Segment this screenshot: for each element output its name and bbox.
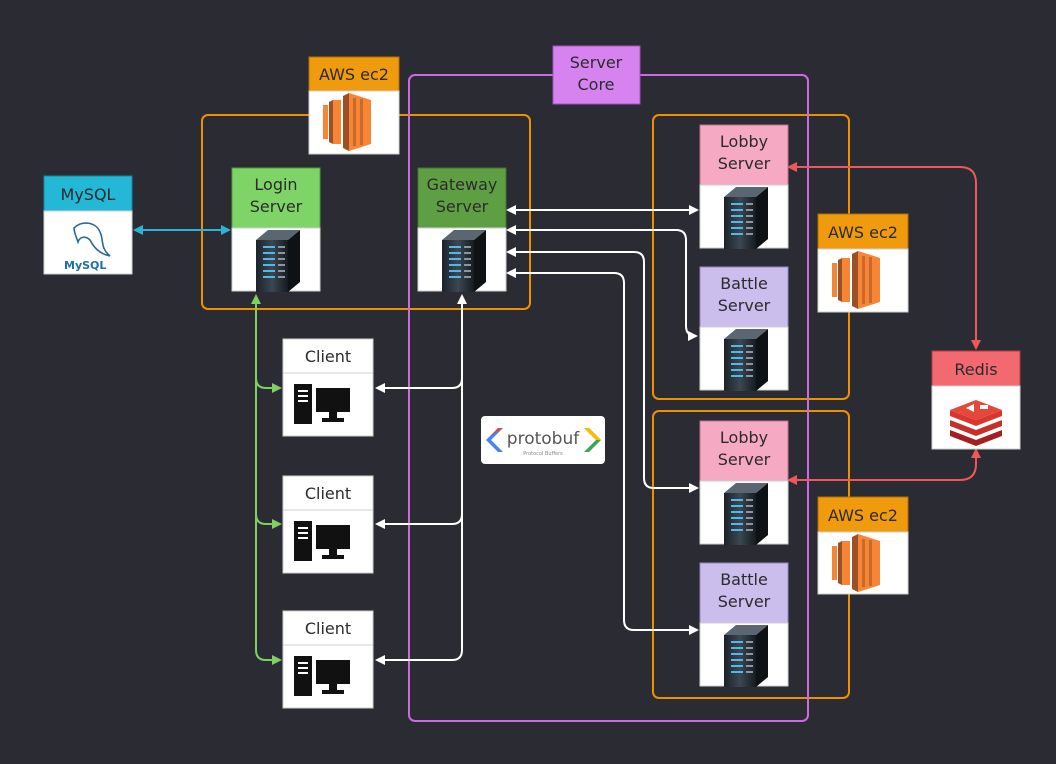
aws-ec2-icon (832, 251, 880, 309)
link-gateway-battle2 (506, 268, 699, 635)
server-icon (442, 230, 486, 292)
link-login-client2 (255, 513, 282, 529)
desktop-icon (294, 521, 350, 561)
mysql-logo-text: MySQL (64, 259, 106, 272)
client-label: Client (305, 619, 351, 638)
link-gateway-client2 (375, 513, 463, 529)
client-2-node: Client (282, 475, 374, 574)
connections (133, 162, 981, 665)
server-icon (256, 230, 300, 292)
client-3-node: Client (282, 610, 374, 709)
protobuf-name: protobuf (507, 429, 580, 449)
protobuf-logo: protobuf Protocol Buffers (481, 416, 605, 464)
server-icon (724, 483, 768, 545)
link-gateway-client1 (375, 377, 463, 393)
link-login-client1 (255, 377, 282, 393)
link-gateway-clients-trunk (375, 294, 467, 665)
aws-ec2-icon (832, 534, 880, 592)
aws-ec2-card-top: AWS ec2 (308, 56, 400, 155)
mysql-label: MySQL (61, 185, 116, 204)
desktop-icon (294, 384, 350, 424)
aws-label: AWS ec2 (828, 223, 898, 242)
link-gateway-battle1 (506, 225, 698, 341)
server-icon (724, 187, 768, 249)
client-label: Client (305, 347, 351, 366)
redis-cube-icon (950, 400, 1002, 446)
mysql-dolphin-icon (73, 222, 111, 257)
redis-node: Redis (931, 350, 1021, 450)
aws-label: AWS ec2 (319, 65, 389, 84)
desktop-icon (294, 656, 350, 696)
client-label: Client (305, 484, 351, 503)
redis-label: Redis (954, 360, 997, 379)
link-login-clients-trunk (251, 294, 282, 665)
aws-ec2-icon (323, 93, 371, 151)
client-1-node: Client (282, 338, 374, 437)
mysql-node: MySQL MySQL (43, 175, 133, 275)
aws-ec2-card-bottom: AWS ec2 (817, 496, 909, 595)
server-icon (724, 329, 768, 391)
aws-label: AWS ec2 (828, 506, 898, 525)
server-icon (724, 625, 768, 687)
protobuf-tagline: Protocol Buffers (523, 451, 563, 457)
link-redis-lobby2 (787, 448, 981, 485)
link-redis-lobby1 (787, 162, 981, 350)
aws-ec2-card-mid: AWS ec2 (817, 213, 909, 313)
